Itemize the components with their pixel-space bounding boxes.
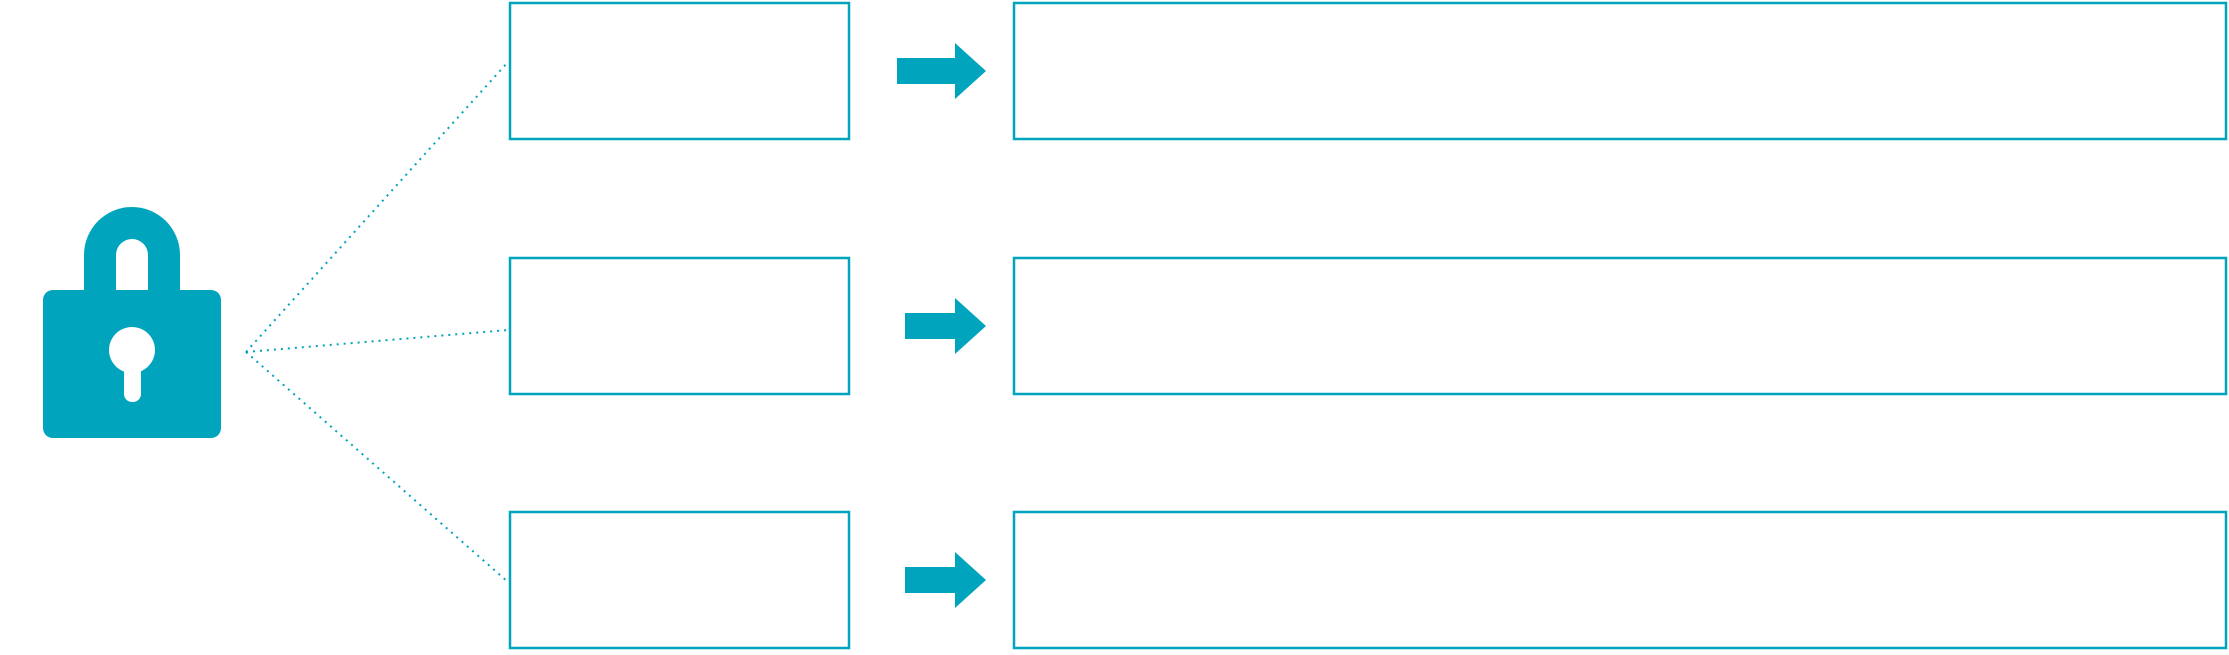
row-3-right-box-outline <box>1012 510 2228 650</box>
connector-line-row-2 <box>245 329 509 353</box>
lock-icon <box>43 207 221 438</box>
row-3-right-arrow-icon <box>905 552 986 608</box>
connector-line-row-3 <box>245 351 509 583</box>
left-box-outlines <box>508 1 851 650</box>
row-1-right-box-outline <box>1012 1 2228 141</box>
row-2-right-box[interactable] <box>1014 258 2226 394</box>
row-1-right-box[interactable] <box>1014 3 2226 139</box>
arrow-icons <box>897 43 986 608</box>
row-2-left-box-outline <box>508 256 851 396</box>
row-1-left-box-outline <box>508 1 851 141</box>
row-3-left-box[interactable] <box>510 512 849 648</box>
connector-line-row-1 <box>245 61 509 353</box>
right-box-outlines <box>1012 1 2228 650</box>
row-2-right-box-outline <box>1012 256 2228 396</box>
row-2-left-box[interactable] <box>510 258 849 394</box>
row-1-right-arrow-icon <box>897 43 986 99</box>
connector-lines <box>245 61 509 583</box>
row-2-right-arrow-icon <box>905 298 986 354</box>
row-1-left-box[interactable] <box>510 3 849 139</box>
row-3-left-box-outline <box>508 510 851 650</box>
row-3-right-box[interactable] <box>1014 512 2226 648</box>
source-node[interactable] <box>43 255 221 438</box>
